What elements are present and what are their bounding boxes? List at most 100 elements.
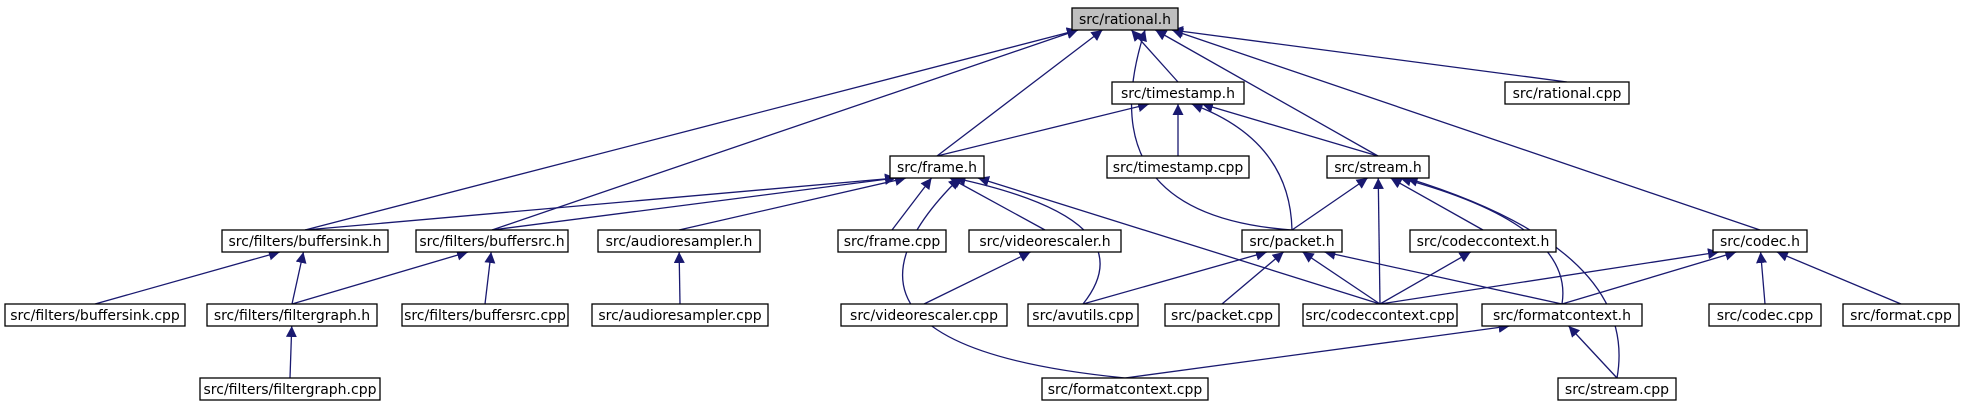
node-frame-cpp[interactable]: src/frame.cpp bbox=[837, 229, 947, 253]
node-box bbox=[968, 229, 1122, 253]
node-label: src/videorescaler.h bbox=[979, 234, 1110, 250]
node-buffersrc-h[interactable]: src/filters/buffersrc.h bbox=[415, 229, 569, 253]
edge-audioresampler-h-to-frame-h bbox=[678, 175, 907, 231]
node-label: src/timestamp.h bbox=[1121, 86, 1235, 102]
edge-audioresampler-cpp-to-audioresampler-h bbox=[673, 251, 685, 305]
node-codeccontext-h[interactable]: src/codeccontext.h bbox=[1409, 229, 1557, 253]
node-label: src/audioresampler.h bbox=[606, 234, 753, 250]
edge-buffersrc-h-to-frame-h bbox=[491, 173, 897, 231]
edge-buffersrc-cpp-to-buffersrc-h bbox=[484, 251, 496, 305]
node-videorescaler-h[interactable]: src/videorescaler.h bbox=[968, 229, 1122, 253]
node-avutils-cpp[interactable]: src/avutils.cpp bbox=[1027, 303, 1139, 327]
node-box bbox=[206, 303, 378, 327]
edge-filtergraph-h-to-buffersink-h bbox=[291, 251, 307, 305]
edge-format-cpp-to-codec-h bbox=[1776, 251, 1902, 305]
node-frame-h[interactable]: src/frame.h bbox=[889, 155, 985, 179]
node-box bbox=[1557, 377, 1677, 401]
node-box bbox=[4, 303, 186, 327]
node-label: src/codec.cpp bbox=[1717, 308, 1814, 324]
edge-codeccontext-cpp-to-frame-h bbox=[977, 176, 1381, 305]
edge-buffersrc-h-to-rational-h bbox=[491, 28, 1079, 231]
edge-codeccontext-cpp-to-codeccontext-h bbox=[1379, 251, 1471, 305]
node-label: src/filters/filtergraph.h bbox=[214, 308, 370, 324]
node-label: src/frame.h bbox=[897, 160, 977, 176]
node-codec-cpp[interactable]: src/codec.cpp bbox=[1708, 303, 1822, 327]
node-label: src/rational.cpp bbox=[1513, 86, 1622, 102]
node-label: src/stream.cpp bbox=[1565, 382, 1669, 398]
node-label: src/videorescaler.cpp bbox=[850, 308, 998, 324]
edge-videorescaler-cpp-to-videorescaler-h bbox=[923, 251, 1031, 305]
node-stream-cpp[interactable]: src/stream.cpp bbox=[1557, 377, 1677, 401]
edge-rational-cpp-to-rational-h bbox=[1171, 25, 1568, 83]
edge-codeccontext-cpp-to-codec-h bbox=[1379, 248, 1720, 305]
node-label: src/codec.h bbox=[1720, 234, 1800, 250]
node-box bbox=[1106, 155, 1250, 179]
edge-codeccontext-h-to-stream-h bbox=[1390, 177, 1484, 231]
edge-avutils-cpp-to-packet-h bbox=[1082, 249, 1268, 305]
edge-formatcontext-h-to-packet-h bbox=[1324, 248, 1563, 305]
node-label: src/codeccontext.cpp bbox=[1305, 308, 1454, 324]
node-label: src/filters/buffersrc.h bbox=[419, 234, 564, 250]
edge-stream-h-to-timestamp-h bbox=[1201, 101, 1379, 157]
node-timestamp-cpp[interactable]: src/timestamp.cpp bbox=[1106, 155, 1250, 179]
node-box bbox=[1842, 303, 1960, 327]
node-codeccontext-cpp[interactable]: src/codeccontext.cpp bbox=[1302, 303, 1458, 327]
edge-stream-cpp-to-formatcontext-h bbox=[1568, 325, 1618, 379]
edge-packet-h-to-timestamp-h bbox=[1191, 102, 1293, 231]
node-label: src/packet.cpp bbox=[1171, 308, 1273, 324]
node-packet-h[interactable]: src/packet.h bbox=[1241, 229, 1343, 253]
node-codec-h[interactable]: src/codec.h bbox=[1712, 229, 1808, 253]
node-buffersrc-cpp[interactable]: src/filters/buffersrc.cpp bbox=[401, 303, 569, 327]
node-audioresampler-cpp[interactable]: src/audioresampler.cpp bbox=[591, 303, 769, 327]
node-box bbox=[1071, 7, 1179, 31]
node-box bbox=[1712, 229, 1808, 253]
node-box bbox=[1409, 229, 1557, 253]
node-box bbox=[415, 229, 569, 253]
node-box bbox=[1241, 229, 1343, 253]
node-packet-cpp[interactable]: src/packet.cpp bbox=[1164, 303, 1280, 327]
node-formatcontext-h[interactable]: src/formatcontext.h bbox=[1481, 303, 1643, 327]
node-filtergraph-h[interactable]: src/filters/filtergraph.h bbox=[206, 303, 378, 327]
edge-formatcontext-h-to-codec-h bbox=[1561, 249, 1737, 305]
node-label: src/filters/buffersink.cpp bbox=[10, 308, 180, 324]
edge-stream-cpp-to-stream-h bbox=[1406, 175, 1620, 379]
edge-buffersink-cpp-to-buffersink-h bbox=[94, 249, 280, 305]
node-label: src/audioresampler.cpp bbox=[598, 308, 761, 324]
node-label: src/formatcontext.h bbox=[1493, 308, 1631, 324]
node-box bbox=[837, 229, 947, 253]
node-timestamp-h[interactable]: src/timestamp.h bbox=[1111, 81, 1245, 105]
node-label: src/filters/buffersink.h bbox=[229, 234, 382, 250]
node-box bbox=[597, 229, 761, 253]
node-box bbox=[1302, 303, 1458, 327]
node-format-cpp[interactable]: src/format.cpp bbox=[1842, 303, 1960, 327]
edge-buffersink-h-to-rational-h bbox=[304, 27, 1079, 231]
edge-codeccontext-cpp-to-packet-h bbox=[1302, 251, 1381, 305]
edge-frame-h-to-rational-h bbox=[936, 29, 1103, 157]
edge-codec-h-to-rational-h bbox=[1171, 28, 1761, 231]
edge-videorescaler-h-to-frame-h bbox=[949, 177, 1046, 231]
edge-codeccontext-cpp-to-stream-h bbox=[1372, 177, 1384, 305]
node-rational-cpp[interactable]: src/rational.cpp bbox=[1504, 81, 1630, 105]
node-rational-h[interactable]: src/rational.h bbox=[1071, 7, 1179, 31]
node-box bbox=[199, 377, 381, 401]
node-audioresampler-h[interactable]: src/audioresampler.h bbox=[597, 229, 761, 253]
node-box bbox=[221, 229, 389, 253]
node-box bbox=[1164, 303, 1280, 327]
node-box bbox=[889, 155, 985, 179]
edge-filtergraph-h-to-buffersrc-h bbox=[291, 249, 469, 305]
node-label: src/formatcontext.cpp bbox=[1048, 382, 1203, 398]
node-videorescaler-cpp[interactable]: src/videorescaler.cpp bbox=[840, 303, 1008, 327]
node-buffersink-h[interactable]: src/filters/buffersink.h bbox=[221, 229, 389, 253]
node-box bbox=[1041, 377, 1209, 401]
node-filtergraph-cpp[interactable]: src/filters/filtergraph.cpp bbox=[199, 377, 381, 401]
node-label: src/avutils.cpp bbox=[1032, 308, 1133, 324]
node-stream-h[interactable]: src/stream.h bbox=[1326, 155, 1430, 179]
node-formatcontext-cpp[interactable]: src/formatcontext.cpp bbox=[1041, 377, 1209, 401]
edge-buffersink-h-to-frame-h bbox=[304, 173, 897, 231]
node-label: src/filters/buffersrc.cpp bbox=[404, 308, 566, 324]
edge-codec-cpp-to-codec-h bbox=[1756, 251, 1768, 305]
node-label: src/filters/filtergraph.cpp bbox=[204, 382, 377, 398]
node-buffersink-cpp[interactable]: src/filters/buffersink.cpp bbox=[4, 303, 186, 327]
node-box bbox=[1111, 81, 1245, 105]
